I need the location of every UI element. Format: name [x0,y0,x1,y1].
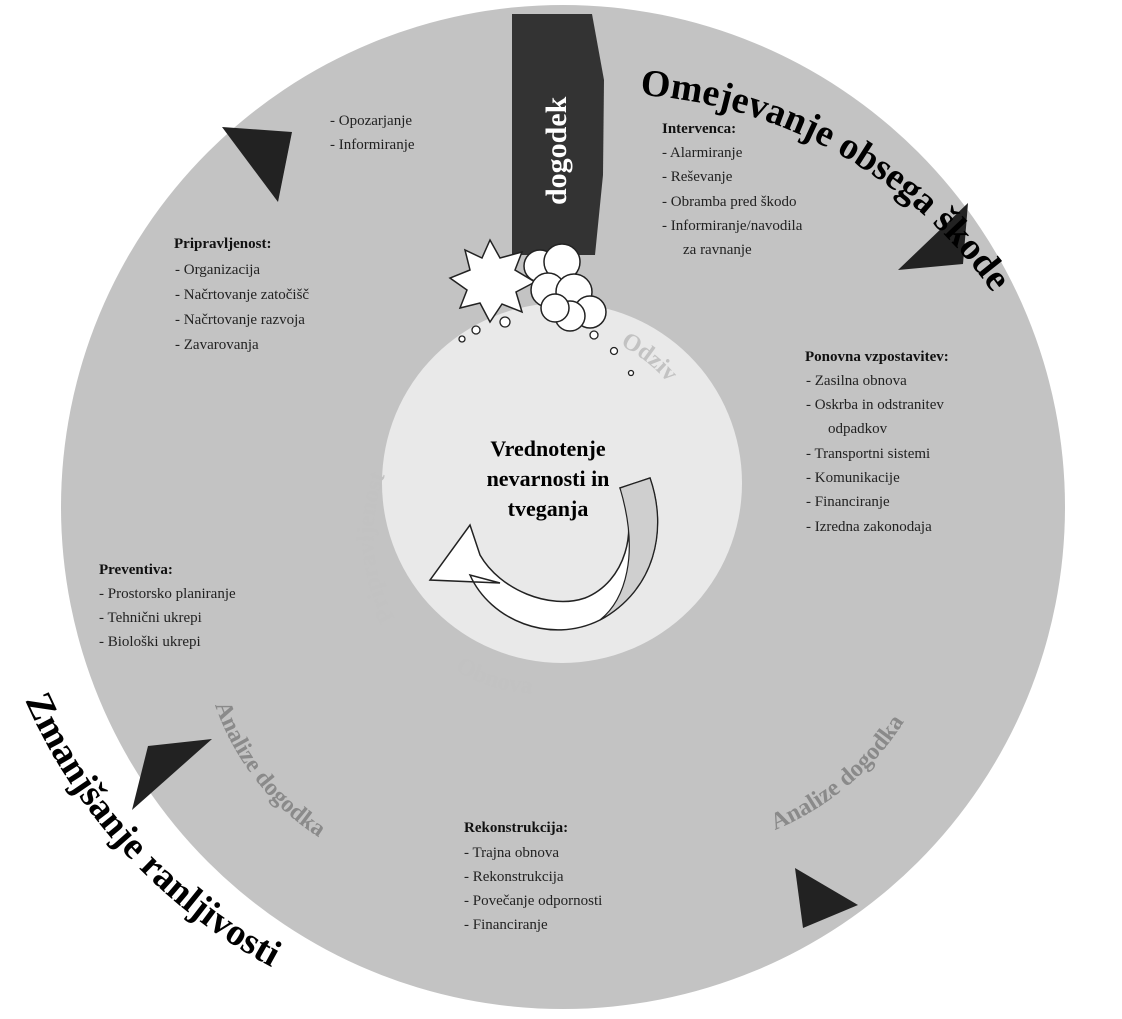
intervention-block: Intervenca: - Alarmiranje - Reševanje - … [662,121,803,258]
list-item: - Informiranje [330,137,415,153]
list-item: - Transportni sistemi [806,446,930,462]
block-heading: Ponovna vzpostavitev: [805,349,949,365]
list-item: - Financiranje [806,494,890,510]
center-title-line-2: nevarnosti in [487,466,610,491]
cycle-arrow-bottom-left [132,739,212,810]
list-item: - Izredna zakonodaja [806,519,932,535]
list-item: - Trajna obnova [464,845,559,861]
list-item: - Povečanje odpornosti [464,893,602,909]
cycle-arrow-bottom-right [795,868,858,928]
list-item: - Tehnični ukrepi [99,610,202,626]
list-item: - Financiranje [464,917,548,933]
list-item: - Alarmiranje [662,145,743,161]
center-curved-arrow-shade [599,477,659,621]
list-item: - Reševanje [662,169,733,185]
event-label: dogodek [540,96,573,205]
list-item: odpadkov [828,421,888,437]
list-item: - Organizacija [175,262,260,278]
center-title-line-3: tveganja [508,496,589,521]
list-item: - Oskrba in odstranitev [806,397,944,413]
reconstruction-block: Rekonstrukcija: - Trajna obnova - Rekons… [464,820,602,933]
list-item: - Opozarjanje [330,113,412,129]
list-item: - Biološki ukrepi [99,634,201,650]
preparedness-block: Pripravljenost: - Organizacija - Načrtov… [174,236,309,353]
list-item: za ravnanje [683,242,752,258]
cycle-arrow-top-left [222,127,292,202]
recovery-block: Ponovna vzpostavitev: - Zasilna obnova -… [805,349,949,535]
block-heading: Rekonstrukcija: [464,820,568,836]
burst-shape [448,238,537,324]
bubble-dots [458,316,635,377]
warning-list: - Opozarjanje - Informiranje [330,113,415,153]
list-item: - Zasilna obnova [806,373,907,389]
block-heading: Intervenca: [662,121,736,137]
center-title-line-1: Vrednotenje [490,436,606,461]
prevention-block: Preventiva: - Prostorsko planiranje - Te… [99,562,236,650]
block-heading: Preventiva: [99,562,173,578]
list-item: - Načrtovanje razvoja [175,312,305,328]
block-heading: Pripravljenost: [174,236,271,252]
cycle-arrow-top-right [898,203,968,270]
list-item: - Prostorsko planiranje [99,586,236,602]
event-banner [512,14,604,255]
list-item: - Rekonstrukcija [464,869,564,885]
list-item: - Informiranje/navodila [662,218,803,234]
list-item: - Obramba pred škodo [662,194,797,210]
cloud-shape [523,243,607,332]
list-item: - Zavarovanja [175,337,259,353]
list-item: - Načrtovanje zatočišč [175,287,309,303]
list-item: - Komunikacije [806,470,900,486]
